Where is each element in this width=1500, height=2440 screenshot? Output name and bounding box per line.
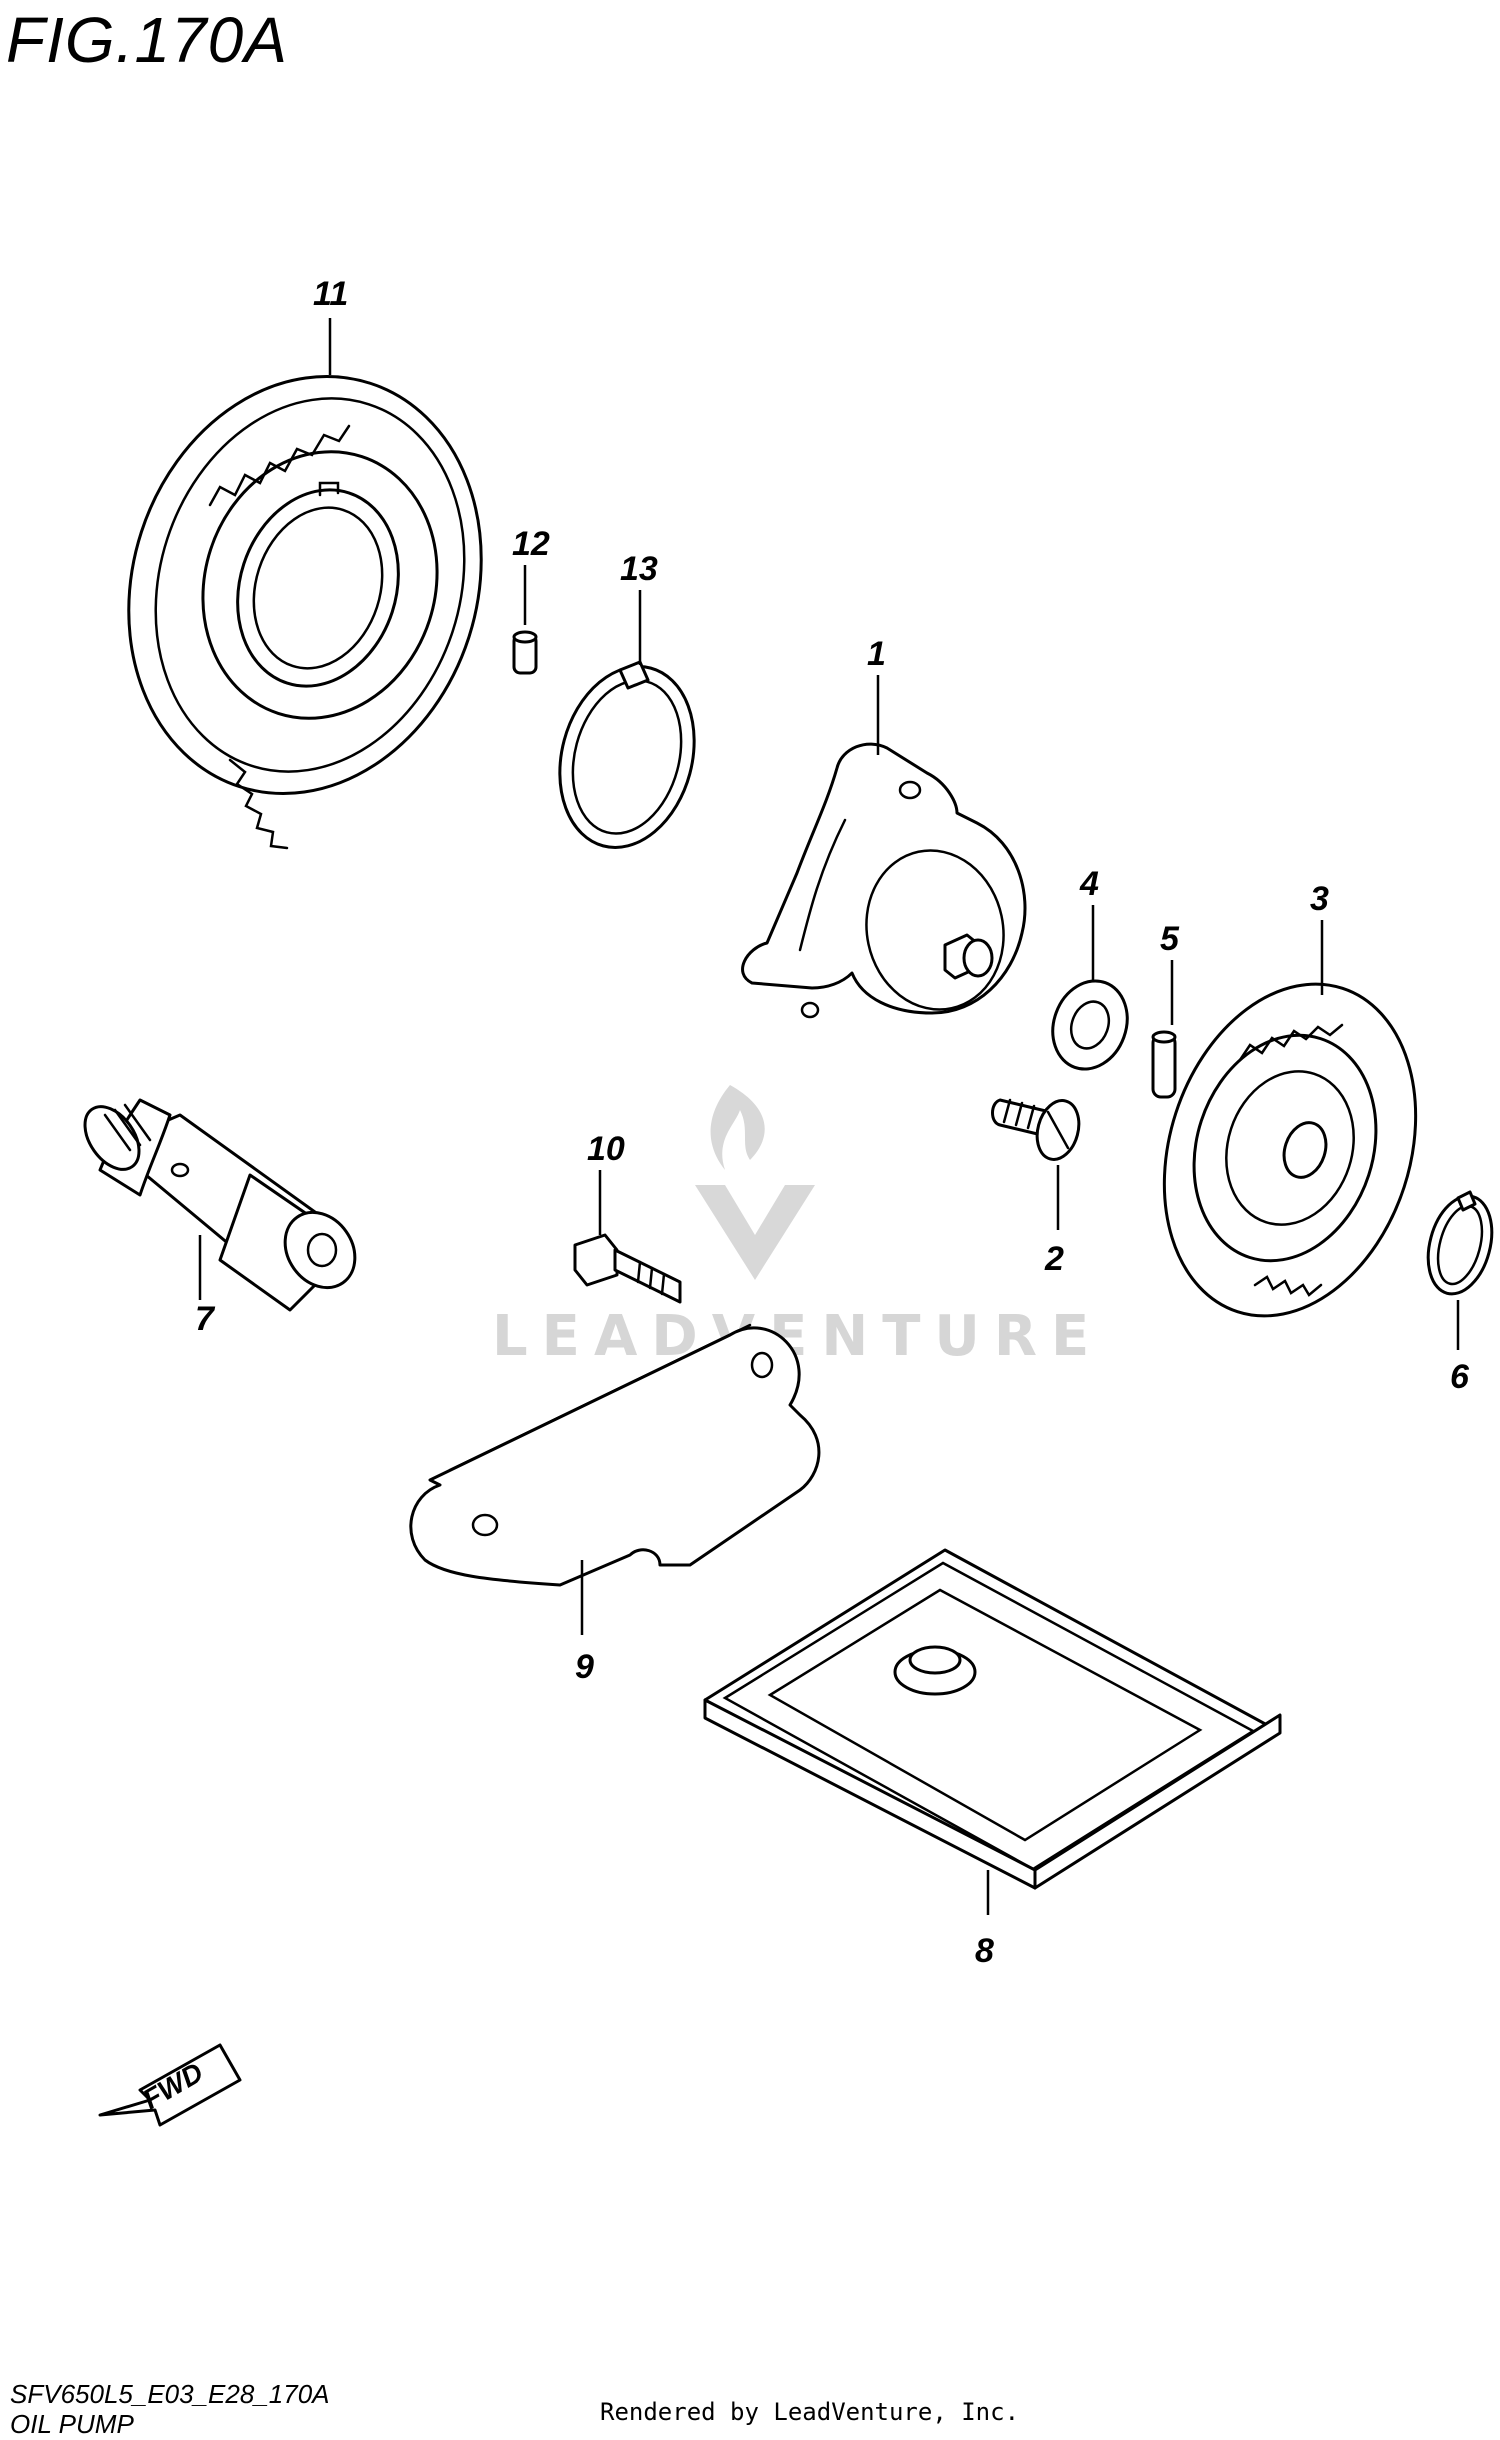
callout-8: 8 — [975, 1932, 994, 1970]
part-5-pin: 5 — [1151, 920, 1180, 1099]
callout-7: 7 — [195, 1300, 216, 1338]
fwd-arrow: FWD — [98, 2043, 242, 2127]
part-3-driven-gear: 3 — [1162, 880, 1418, 1318]
part-4-washer: 4 — [1051, 865, 1129, 1071]
callout-3: 3 — [1310, 880, 1329, 918]
callout-2: 2 — [1044, 1240, 1064, 1278]
callout-13: 13 — [620, 550, 658, 588]
callout-11: 11 — [313, 275, 348, 313]
callout-5: 5 — [1160, 920, 1180, 958]
callout-6: 6 — [1450, 1358, 1470, 1396]
part-9-bracket: 9 — [409, 1323, 821, 1686]
callout-9: 9 — [575, 1648, 594, 1686]
part-12-pin: 12 — [512, 525, 550, 675]
part-13-circlip: 13 — [558, 550, 696, 849]
callout-10: 10 — [587, 1130, 625, 1168]
callout-4: 4 — [1079, 865, 1099, 903]
figure-name: OIL PUMP — [10, 2409, 134, 2439]
part-10-bolt: 10 — [573, 1130, 682, 1304]
part-1-oil-pump-body: 1 — [741, 635, 1027, 1019]
render-credit: Rendered by LeadVenture, Inc. — [600, 2398, 1020, 2426]
figure-code: SFV650L5_E03_E28_170A — [10, 2379, 330, 2409]
part-8-oil-strainer: 8 — [703, 1548, 1282, 1970]
callout-1: 1 — [867, 635, 886, 673]
part-6-circlip: 6 — [1426, 1190, 1494, 1396]
part-7-fitting: 7 — [83, 1098, 357, 1338]
part-11-drive-gear: 11 — [127, 275, 483, 850]
figure-title: FIG.170A — [6, 4, 288, 76]
callout-12: 12 — [512, 525, 550, 563]
part-2-screw: 2 — [991, 1098, 1081, 1278]
